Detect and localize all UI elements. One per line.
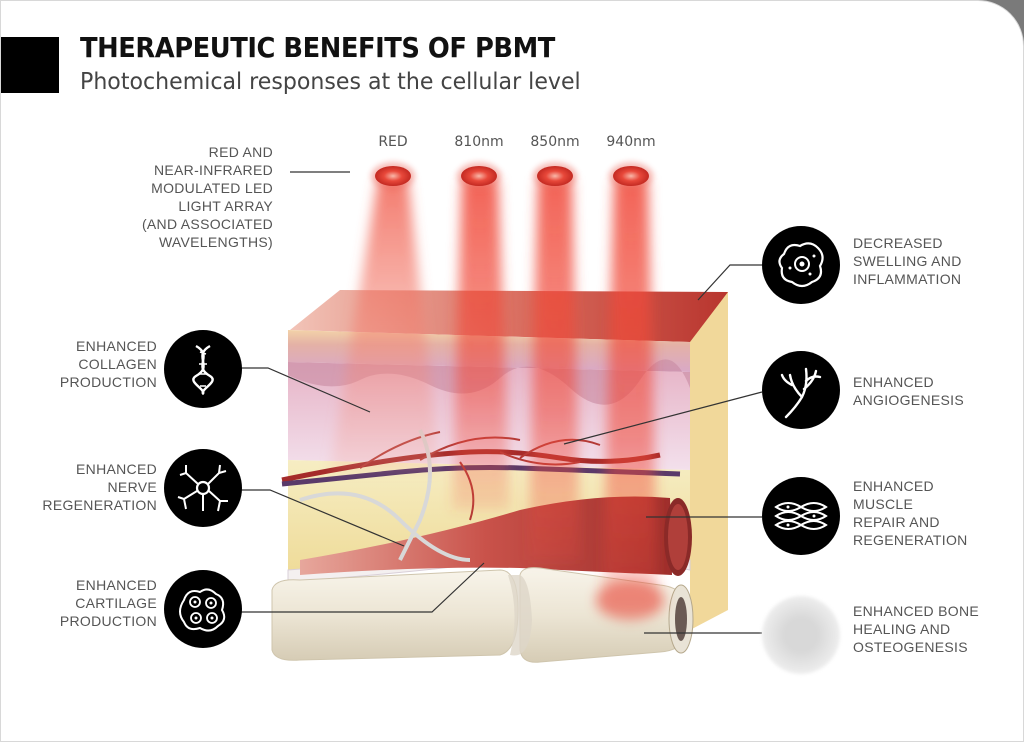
wavelength-label-850nm: 850nm <box>530 134 580 150</box>
header-accent-tab <box>1 37 59 93</box>
leader-lines <box>238 171 763 634</box>
benefit-label-cartilage: ENHANCED CARTILAGE PRODUCTION <box>59 577 157 629</box>
neuron-icon <box>164 449 242 527</box>
beam-850nm <box>528 180 580 560</box>
collagen-helix-icon <box>164 330 242 408</box>
benefit-label-bone: ENHANCED BONE HEALING AND OSTEOGENESIS <box>853 603 980 655</box>
beam-940nm <box>602 180 658 610</box>
led-810nm <box>457 162 501 190</box>
block-side-face <box>690 292 728 630</box>
benefit-label-nerve: ENHANCED NERVE REGENERATION <box>42 461 157 513</box>
benefit-label-muscle: ENHANCED MUSCLE REPAIR AND REGENERATION <box>853 478 968 548</box>
bone-left <box>271 569 519 661</box>
muscle-fiber-icon <box>762 477 840 555</box>
led-red <box>371 162 415 190</box>
blood-vessel-icon <box>762 351 840 429</box>
led-940nm <box>609 162 653 190</box>
page-subtitle: Photochemical responses at the cellular … <box>80 69 581 95</box>
joint-cartilage <box>508 575 532 656</box>
page-title: THERAPEUTIC BENEFITS OF PBMT <box>80 31 555 64</box>
bone-blur-icon <box>762 596 840 674</box>
led-array-label: RED AND NEAR-INFRARED MODULATED LED LIGH… <box>141 144 273 250</box>
led-850nm <box>533 162 577 190</box>
inflamed-cell-icon <box>762 226 840 304</box>
wavelength-label-red: RED <box>378 134 408 150</box>
beam-810nm <box>452 180 510 510</box>
benefit-label-collagen: ENHANCED COLLAGEN PRODUCTION <box>59 338 157 390</box>
cartilage-cells-icon <box>164 570 242 648</box>
wavelength-label-940nm: 940nm <box>606 134 656 150</box>
benefit-label-inflammation: DECREASED SWELLING AND INFLAMMATION <box>853 235 962 287</box>
benefit-label-angiogenesis: ENHANCED ANGIOGENESIS <box>853 374 964 408</box>
beam-red <box>330 180 440 470</box>
wavelength-label-810nm: 810nm <box>454 134 504 150</box>
